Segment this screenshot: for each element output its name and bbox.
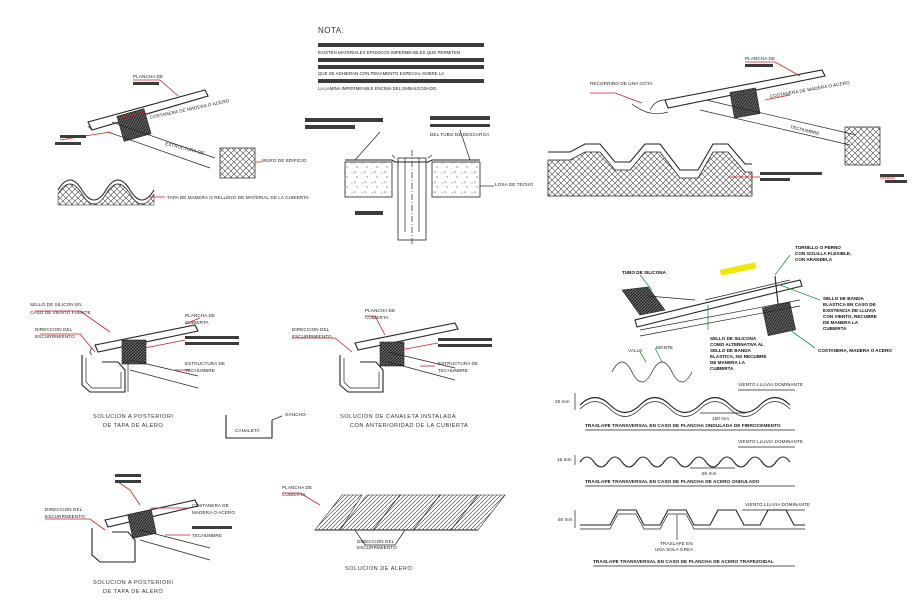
- ml-estructura-label-1: ESTRUCTURA DE: [185, 361, 225, 366]
- rm-sello-silicona-6: CUBIERTA: [710, 366, 734, 371]
- mc-direccion-label-1: DIRECCION DEL: [292, 327, 330, 332]
- profile-acero-trapezoidal: 50 mm VIENTO LLUVIA DOMINANTE TRASLAPE E…: [558, 502, 810, 567]
- rm-sello-banda-6: CUBIERTA: [823, 326, 847, 331]
- bc-caption: SOLUCION DE ALERO: [345, 566, 412, 572]
- rm-tornillo-label-3: CON ARANDELA: [795, 257, 833, 262]
- bc-direccion-label-2: ESCURRIMIENTO: [357, 545, 397, 550]
- p3-note-2: UNA SOLA GREA: [655, 547, 694, 552]
- ml-sello-label-1: SELLO DE SILICON EN: [30, 302, 82, 307]
- p3-wind-label: VIENTO LLUVIA DOMINANTE: [745, 502, 810, 507]
- p2-dim-w: 80 mm: [702, 471, 717, 476]
- nota-line-2: QUE SE ADHIERAN CON PEGAMENTO ESPECIAL S…: [318, 71, 444, 76]
- tr-recorrido-label: RECORRIDO DE UNA GOTA: [590, 81, 653, 86]
- mc-plancha-label-2: CUBIERTA: [365, 315, 389, 320]
- mc-caption-2: CON ANTERIORIDAD DE LA CUBIERTA: [350, 423, 468, 429]
- rm-sello-banda-5: DE MANERA LA: [823, 320, 859, 325]
- rm-tornillo-label-2: CON GOLILLA FLEXIBLE,: [795, 251, 851, 256]
- mc-caption-1: SOLUCION DE CANALETA INSTALADA: [340, 414, 456, 420]
- ml-direccion-label-1: DIRECCION DEL: [35, 327, 73, 332]
- tr-plancha-label: PLANCHA DE: [745, 56, 775, 61]
- mc-canaleta-label: CANALETA: [235, 428, 261, 433]
- p3-note-1: TRASLAPE EN: [660, 541, 693, 546]
- p1-dim-h: 25 mm: [555, 399, 570, 404]
- nota-line-1: EXISTEN MATERIALES EPOXICOS IMPERMEABLES…: [318, 50, 460, 55]
- bl-caption-2: DE TAPA DE ALERO: [103, 589, 163, 595]
- nota-title: NOTA:: [318, 26, 344, 35]
- rm-sello-banda-1: SELLO DE BANDA: [823, 296, 865, 301]
- profile-fibrocemento: 25 mm 150 mm VIENTO LLUVIA DOMINANTE TRA…: [555, 382, 803, 431]
- bc-direccion-label-1: DIRECCION DEL: [357, 539, 395, 544]
- rm-sello-silicona-4: ELASTICA, NO RECUBRE: [710, 354, 766, 359]
- mc-gancho-label: GANCHO: [285, 412, 306, 417]
- detail-bottom-left: DIRECCION DEL ESCURRIMIENTO COSTANERA DE…: [45, 474, 235, 595]
- rm-sello-silicona-5: DE MANERA LA: [710, 360, 746, 365]
- bl-costanera-label-1: COSTANERA DE: [192, 503, 229, 508]
- mc-plancha-label-1: PLANCHA DE: [365, 308, 395, 313]
- nota-block: NOTA: EXISTEN MATERIALES EPOXICOS IMPERM…: [318, 26, 484, 91]
- mc-direccion-label-2: ESCURRIMIENTO: [292, 334, 332, 339]
- detail-mid-center: PLANCHA DE CUBIERTA DIRECCION DEL ESCURR…: [225, 308, 492, 439]
- p1-title: TRASLAPE TRANSVERSAL EN CASO DE PLANCHA …: [585, 423, 781, 429]
- bc-plancha-label-1: PLANCHA DE: [282, 485, 312, 490]
- rm-sello-silicona-2: COMO ALTERNATIVA AL: [710, 342, 764, 347]
- p1-dim-w: 150 mm: [712, 416, 729, 421]
- detail-mid-left: SELLO DE SILICON EN CASO DE VIENTO FUERT…: [30, 302, 239, 429]
- rm-sello-banda-4: CON VIENTO, RECUBRE: [823, 314, 877, 319]
- tl-estructura-label: ESTRUCTURA DE: [165, 141, 205, 156]
- rm-valle-label: VALLE: [628, 348, 642, 353]
- rm-tubo-label: TUBO DE SILICONA: [622, 270, 667, 275]
- bl-techumbre-label: TECHUMBRE: [192, 533, 222, 538]
- rm-sello-silicona-1: SELLO DE SILICONA: [710, 336, 757, 341]
- ml-estructura-label-2: TECHUMBRE: [185, 368, 215, 373]
- detail-top-center: DEL TUBO DE DESCARGA LOSA DE TECHO: [305, 116, 534, 245]
- rm-sello-silicona-3: SELLO DE BANDA: [710, 348, 752, 353]
- tl-muro-label: MURO DE EDIFICIO: [262, 158, 307, 163]
- rm-sello-banda-3: EXISTENCIA DE LLUVIA: [823, 308, 877, 313]
- tl-plancha-label: PLANCHA DE: [133, 74, 163, 79]
- p2-title: TRASLAPE TRANSVERSAL EN CASO DE PLANCHA …: [585, 479, 760, 485]
- mc-estructura-label-2: TECHUMBRE: [438, 368, 468, 373]
- profile-acero-ondulado: 16 mm 80 mm VIENTO LLUVIA DOMINANTE TRAS…: [557, 439, 803, 487]
- rm-monte-label: MONTE: [656, 345, 673, 350]
- rm-tornillo-label-1: TORNILLO O PERNO: [795, 245, 841, 250]
- tr-costanera-label: COSTANERA DE MADERA O ACERO: [769, 80, 850, 99]
- ml-plancha-label-1: PLANCHA DE: [185, 313, 215, 318]
- tc-tubo-label: DEL TUBO DE DESCARGA: [430, 132, 490, 137]
- p2-dim-h: 16 mm: [557, 457, 572, 462]
- rm-sello-banda-2: ELASTICA EN CASO DE: [823, 302, 876, 307]
- p3-title: TRASLAPE TRANSVERSAL EN CASO DE PLANCHA …: [593, 559, 774, 565]
- nota-line-3: LA LAMINA IMPERMEABLE ENCIMA DEL EMBALDO…: [318, 86, 437, 91]
- detail-top-left: PLANCHA DE COSTANERA DE MADERA O ACERO E…: [55, 74, 310, 206]
- ml-sello-label-2: CASO DE VIENTO FUERTE: [30, 310, 91, 315]
- mc-estructura-label-1: ESTRUCTURA DE: [438, 361, 478, 366]
- tc-losa-label: LOSA DE TECHO: [495, 182, 534, 187]
- bl-direccion-label-1: DIRECCION DEL: [45, 507, 83, 512]
- ml-direccion-label-2: ESCURRIMIENTO: [35, 334, 75, 339]
- bl-costanera-label-2: MADERA O ACERO: [192, 510, 235, 515]
- bl-direccion-label-2: ESCURRIMIENTO: [45, 514, 85, 519]
- ml-plancha-label-2: CUBIERTA: [185, 320, 209, 325]
- p2-wind-label: VIENTO LLUVIA DOMINANTE: [738, 439, 803, 444]
- tl-tapa-label: TAPA DE MADERA O RELLENO DE MATERIAL DE …: [167, 195, 310, 200]
- ml-caption-1: SOLUCION A POSTERIORI: [93, 414, 173, 420]
- detail-top-right: RECORRIDO DE UNA GOTA PLANCHA DE COSTANE…: [547, 56, 907, 197]
- ml-caption-2: DE TAPA DE ALERO: [103, 423, 163, 429]
- bl-caption-1: SOLUCION A POSTERIORI: [93, 580, 173, 586]
- bc-plancha-label-2: CUBIERTA: [282, 492, 306, 497]
- rm-costanera-label: COSTANERA, MADERA O ACERO: [818, 348, 892, 353]
- detail-right-mid: TUBO DE SILICONA TORNILLO O PERNO CON GO…: [611, 245, 892, 383]
- p3-dim-h: 50 mm: [558, 517, 573, 522]
- detail-bottom-center: PLANCHA DE CUBIERTA DIRECCION DEL ESCURR…: [282, 485, 506, 572]
- p1-wind-label: VIENTO LLUVIA DOMINANTE: [738, 382, 803, 387]
